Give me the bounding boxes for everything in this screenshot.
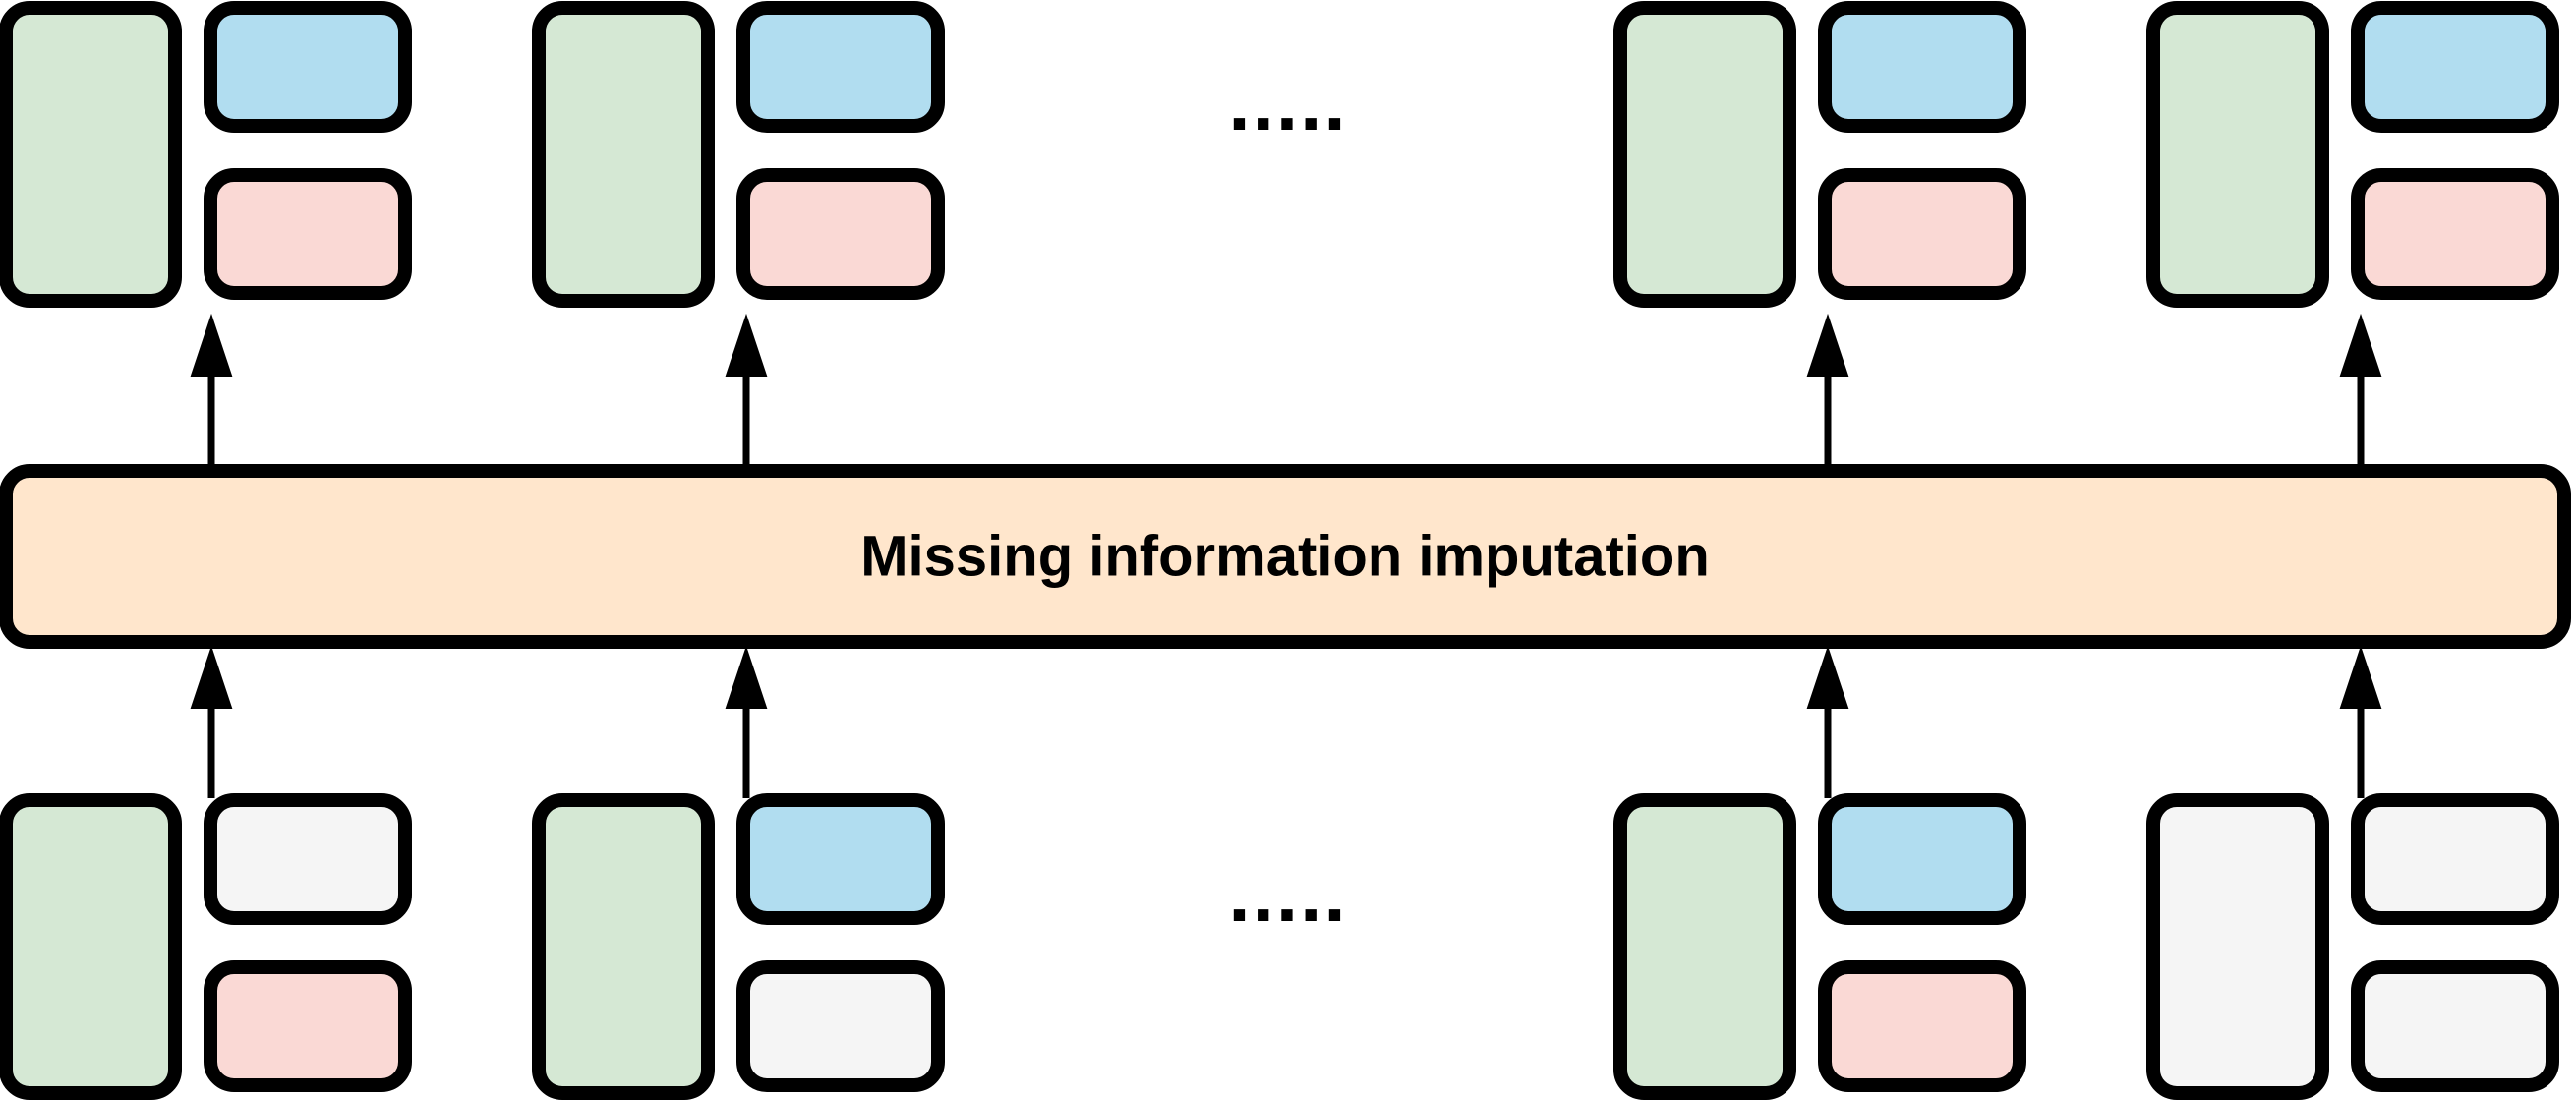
imputation-banner: Missing information imputation [0,464,2571,649]
output-tall-block-green [1613,1,1796,308]
input-bottom-block-missing [736,960,945,1092]
arrows [190,313,2382,798]
arrow-up-output-4 [2339,313,2382,464]
imputation-label: Missing information imputation [860,524,1710,588]
output-tall-block-green [532,1,715,308]
input-bottom-block-red [1818,960,2026,1092]
input-tall-block-green [1613,793,1796,1100]
output-group-3 [1613,1,2026,308]
output-bottom-block-red [204,168,412,300]
arrow-up-input-3 [1806,645,1849,798]
input-bottom-block-missing [2351,960,2559,1092]
output-top-block-blue [736,1,945,133]
arrow-up-output-1 [190,313,233,464]
input-tall-block-green [0,793,182,1100]
output-group-4 [2146,1,2559,308]
output-bottom-block-red [736,168,945,300]
output-group-2 [532,1,945,308]
input-tall-block-missing [2146,793,2329,1100]
input-top-block-missing [2351,793,2559,925]
ellipsis-top: ..... [1228,59,1347,146]
output-group-1 [0,1,412,308]
input-row [0,793,2559,1100]
output-top-block-blue [1818,1,2026,133]
output-bottom-block-red [2351,168,2559,300]
imputation-box [0,464,2571,649]
arrow-up-output-2 [725,313,768,464]
arrow-up-input-1 [190,645,233,798]
output-top-block-blue [2351,1,2559,133]
input-group-4 [2146,793,2559,1100]
input-group-1 [0,793,412,1100]
input-top-block-missing [204,793,412,925]
output-tall-block-green [2146,1,2329,308]
input-top-block-blue [736,793,945,925]
input-bottom-block-red [204,960,412,1092]
output-top-block-blue [204,1,412,133]
arrow-up-output-3 [1806,313,1849,464]
arrow-up-input-4 [2339,645,2382,798]
input-group-3 [1613,793,2026,1100]
output-tall-block-green [0,1,182,308]
input-tall-block-green [532,793,715,1100]
arrow-up-input-2 [725,645,768,798]
ellipsis-bottom: ..... [1228,850,1347,938]
input-group-2 [532,793,945,1100]
output-bottom-block-red [1818,168,2026,300]
output-row [0,1,2559,308]
input-top-block-blue [1818,793,2026,925]
